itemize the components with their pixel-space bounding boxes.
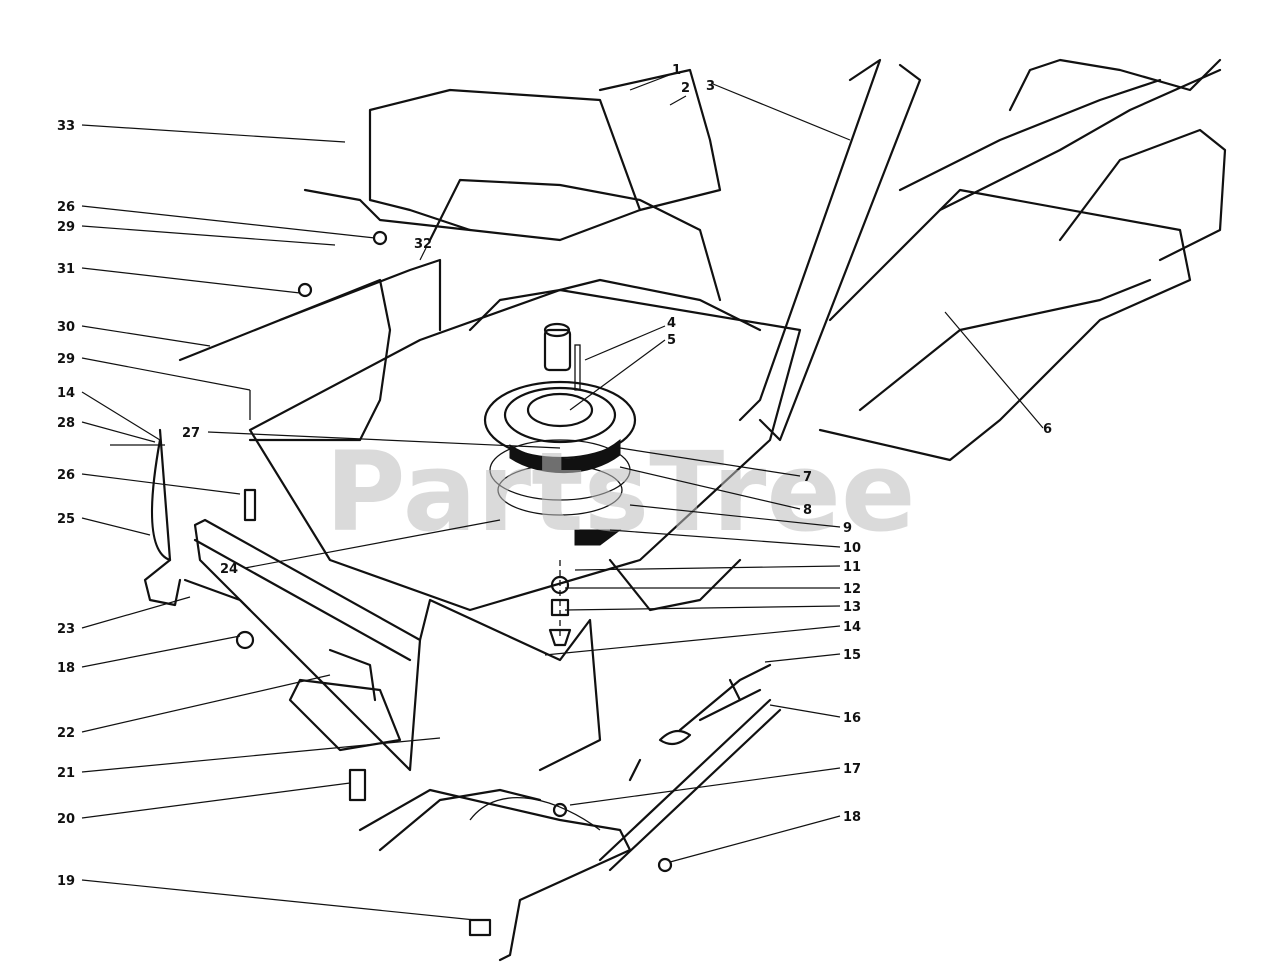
callout-labels: 33 26 29 31 30 29 14 28 27 26 25 24 23 1…: [57, 63, 1052, 889]
callout-28: 28: [57, 416, 75, 431]
callout-29: 29: [57, 220, 75, 235]
left-hardware: [110, 230, 492, 937]
callout-23: 23: [57, 622, 75, 637]
callout-32: 32: [414, 237, 432, 252]
callout-25: 25: [57, 512, 75, 527]
idler-spring-and-rod: [552, 663, 782, 873]
callout-16: 16: [843, 711, 861, 726]
callout-4: 4: [667, 316, 676, 331]
callout-30: 30: [57, 320, 75, 335]
callout-19: 19: [57, 874, 75, 889]
callout-5: 5: [667, 333, 676, 348]
callout-22: 22: [57, 726, 75, 741]
callout-15: 15: [843, 648, 861, 663]
callout-1: 1: [672, 63, 681, 78]
callout-27: 27: [182, 426, 200, 441]
callout-9: 9: [843, 521, 852, 536]
callout-14: 14: [843, 620, 861, 635]
callout-20: 20: [57, 812, 75, 827]
callout-14: 14: [57, 386, 75, 401]
callout-21: 21: [57, 766, 75, 781]
leader-lines: [81, 73, 1044, 921]
callout-18: 18: [843, 810, 861, 825]
callout-31: 31: [57, 262, 75, 277]
callout-26: 26: [57, 200, 75, 215]
callout-18: 18: [57, 661, 75, 676]
pulley-assembly: [483, 322, 637, 647]
chassis-frame: [193, 58, 1227, 962]
callout-26: 26: [57, 468, 75, 483]
callout-6: 6: [1043, 422, 1052, 437]
callout-33: 33: [57, 119, 75, 134]
callout-12: 12: [843, 582, 861, 597]
callout-7: 7: [803, 470, 812, 485]
callout-11: 11: [843, 560, 861, 575]
callout-24: 24: [220, 562, 238, 577]
callout-17: 17: [843, 762, 861, 777]
callout-10: 10: [843, 541, 861, 556]
callout-29: 29: [57, 352, 75, 367]
callout-2: 2: [681, 81, 690, 96]
callout-13: 13: [843, 600, 861, 615]
callout-8: 8: [803, 503, 812, 518]
callout-3: 3: [706, 79, 715, 94]
